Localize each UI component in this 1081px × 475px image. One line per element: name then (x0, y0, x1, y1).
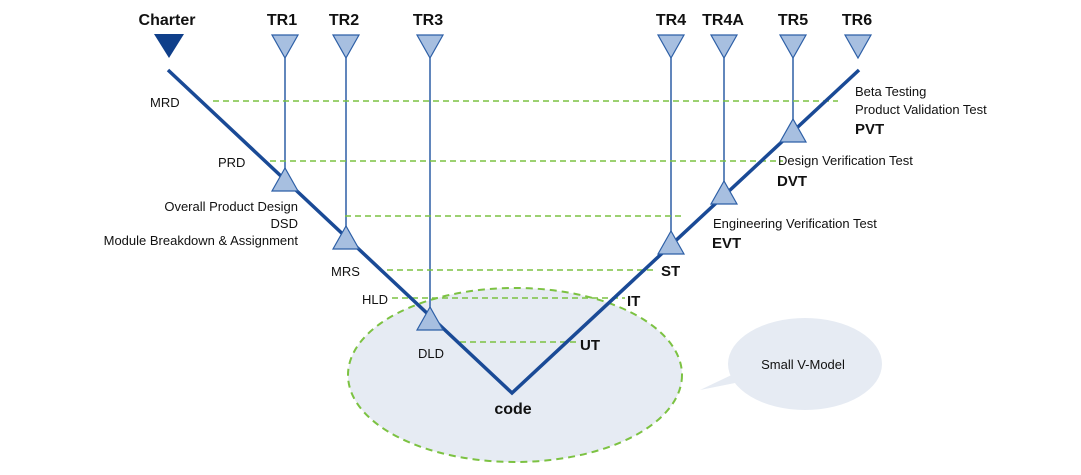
small-v-model-ellipse (347, 287, 683, 463)
tr4a-marker (709, 34, 739, 60)
tr4-marker (656, 34, 686, 60)
pvt-description: Product Validation Test (855, 102, 987, 117)
tr2-marker (331, 34, 361, 60)
tr4a-review-marker (709, 179, 739, 205)
tr1-label: TR1 (267, 12, 297, 29)
beta-testing-label: Beta Testing (855, 84, 926, 99)
tr4-label: TR4 (656, 12, 686, 29)
module-breakdown-label: Module Breakdown & Assignment (104, 233, 299, 248)
dvt-label: DVT (777, 173, 807, 190)
tr4-review-marker (656, 229, 686, 255)
charter-label: Charter (139, 12, 196, 29)
review-markers (270, 117, 808, 331)
code-label: code (494, 401, 531, 418)
dsd-label: DSD (271, 216, 298, 231)
hld-label: HLD (362, 292, 388, 307)
tr1-review-marker (270, 166, 300, 192)
dld-label: DLD (418, 346, 444, 361)
tr5-label: TR5 (778, 12, 808, 29)
tr3-review-marker (415, 305, 445, 331)
mrd-label: MRD (150, 95, 180, 110)
mrs-label: MRS (331, 264, 360, 279)
small-v-model-label: Small V-Model (761, 357, 845, 372)
prd-label: PRD (218, 155, 245, 170)
correspondence-lines (213, 100, 838, 343)
milestone-markers (154, 34, 873, 60)
ut-label: UT (580, 337, 600, 354)
pvt-label: PVT (855, 121, 884, 138)
tr3-marker (415, 34, 445, 60)
tr1-marker (270, 34, 300, 60)
milestone-lines (284, 58, 794, 310)
small-v-model-callout: Small V-Model (700, 318, 882, 410)
tr2-review-marker (331, 224, 361, 250)
dvt-description: Design Verification Test (778, 153, 913, 168)
tr4a-label: TR4A (702, 12, 744, 29)
tr3-label: TR3 (413, 12, 443, 29)
evt-label: EVT (712, 235, 741, 252)
it-label: IT (627, 293, 640, 310)
tr5-review-marker (778, 117, 808, 143)
tr5-marker (778, 34, 808, 60)
tr2-label: TR2 (329, 12, 359, 29)
tr6-marker (843, 34, 873, 60)
evt-description: Engineering Verification Test (713, 216, 877, 231)
overall-design-label: Overall Product Design (164, 199, 298, 214)
st-label: ST (661, 263, 680, 280)
charter-marker (154, 34, 184, 58)
tr6-label: TR6 (842, 12, 872, 29)
